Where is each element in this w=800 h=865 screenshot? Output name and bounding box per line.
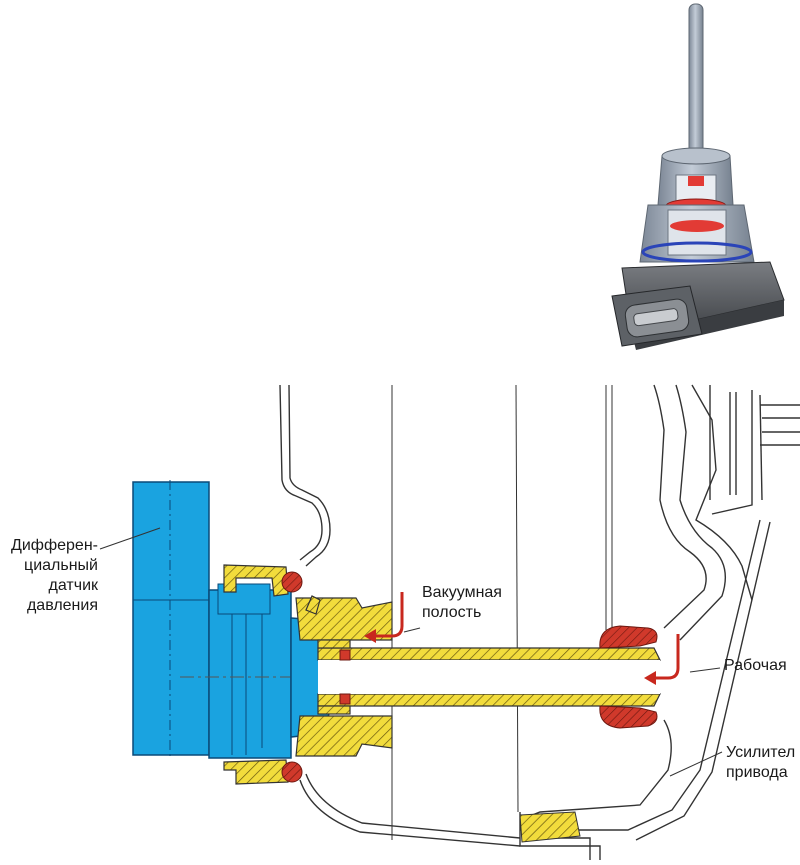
differential-pressure-sensor bbox=[132, 480, 680, 760]
seals bbox=[281, 571, 658, 783]
vacuum-chamber-label: Вакуумная полость bbox=[422, 583, 502, 623]
sensor-label-line: давления bbox=[26, 597, 98, 614]
vacuum-arrow-icon bbox=[364, 592, 404, 643]
working-chamber-label: Рабочая bbox=[724, 656, 787, 676]
booster-label-line: Усилител bbox=[726, 744, 796, 761]
booster-housing bbox=[279, 384, 800, 860]
lower-bracket bbox=[519, 811, 581, 843]
sensor-label-line: циальный bbox=[24, 557, 98, 574]
booster-label: Усилител привода bbox=[726, 743, 800, 783]
vacuum-label-line: полость bbox=[422, 604, 482, 621]
sensor-label: Дифферен- циальный датчик давления bbox=[0, 536, 98, 616]
sensor-label-line: Дифферен- bbox=[11, 537, 98, 554]
working-label-line: Рабочая bbox=[724, 657, 787, 674]
leader-lines bbox=[99, 527, 723, 777]
vacuum-label-line: Вакуумная bbox=[422, 584, 502, 601]
booster-label-line: привода bbox=[726, 764, 788, 781]
brass-fittings bbox=[223, 564, 661, 785]
sensor-label-line: датчик bbox=[48, 577, 98, 594]
sensor-render bbox=[611, 3, 785, 350]
working-arrow-icon bbox=[644, 634, 680, 685]
